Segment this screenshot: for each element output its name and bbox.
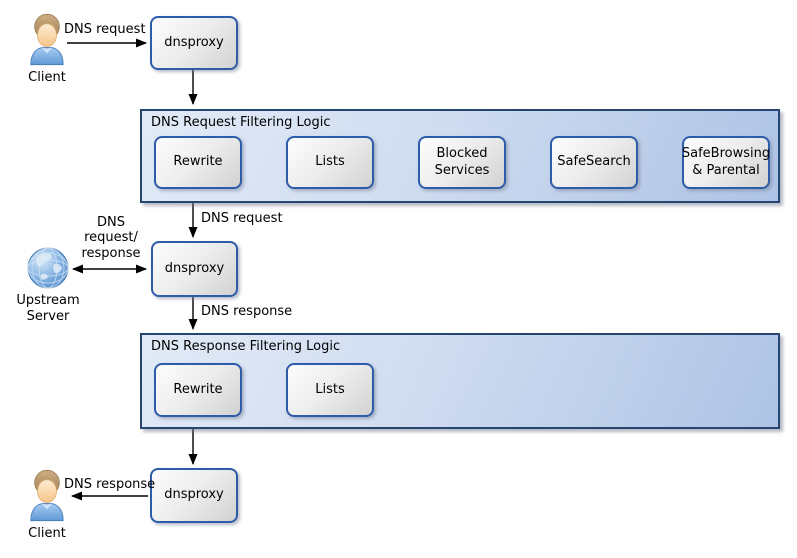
- edge-label-filtered-request: DNS request: [201, 211, 283, 226]
- step-lists-response: Lists: [286, 363, 374, 417]
- response-filtering-title: DNS Response Filtering Logic: [151, 339, 341, 354]
- upstream-server-label: Upstream Server: [16, 293, 80, 324]
- response-filtering-group: DNS Response Filtering Logic Rewrite Lis…: [140, 333, 780, 429]
- edge-label-client-request: DNS request: [64, 22, 146, 37]
- edge-label-client-response: DNS response: [64, 477, 156, 492]
- step-blocked-services-label: Blocked Services: [434, 146, 490, 178]
- upstream-server: Upstream Server: [11, 246, 85, 324]
- edge-label-dns-response: DNS response: [201, 304, 293, 319]
- dnsproxy-top-label: dnsproxy: [164, 34, 224, 50]
- step-rewrite-response-label: Rewrite: [173, 381, 223, 397]
- globe-icon: [27, 247, 69, 289]
- request-filtering-group: DNS Request Filtering Logic Rewrite List…: [140, 109, 780, 203]
- client-top-label: Client: [28, 70, 66, 85]
- dnsproxy-middle: dnsproxy: [151, 241, 238, 297]
- step-lists: Lists: [286, 136, 374, 189]
- step-lists-response-label: Lists: [315, 381, 345, 397]
- person-icon: [30, 13, 64, 66]
- step-lists-label: Lists: [315, 154, 345, 170]
- person-icon: [30, 469, 64, 522]
- dnsproxy-bottom: dnsproxy: [150, 468, 238, 523]
- dnsproxy-bottom-label: dnsproxy: [164, 487, 224, 503]
- step-safesearch-label: SafeSearch: [557, 154, 631, 170]
- request-filtering-title: DNS Request Filtering Logic: [151, 115, 331, 130]
- dnsproxy-middle-label: dnsproxy: [164, 260, 225, 276]
- step-rewrite-label: Rewrite: [173, 154, 223, 170]
- edge-label-upstream-exchange: DNS request/ response: [81, 215, 141, 261]
- step-safebrowsing-parental: SafeBrowsing & Parental: [682, 136, 770, 189]
- step-safebrowsing-parental-label: SafeBrowsing & Parental: [681, 146, 771, 178]
- client-bottom-label: Client: [28, 526, 66, 541]
- step-blocked-services: Blocked Services: [418, 136, 506, 189]
- client-top: Client: [23, 11, 71, 86]
- step-rewrite-response: Rewrite: [154, 363, 242, 417]
- client-bottom: Client: [23, 467, 71, 542]
- step-rewrite: Rewrite: [154, 136, 242, 189]
- dnsproxy-top: dnsproxy: [150, 16, 238, 70]
- step-safesearch: SafeSearch: [550, 136, 638, 189]
